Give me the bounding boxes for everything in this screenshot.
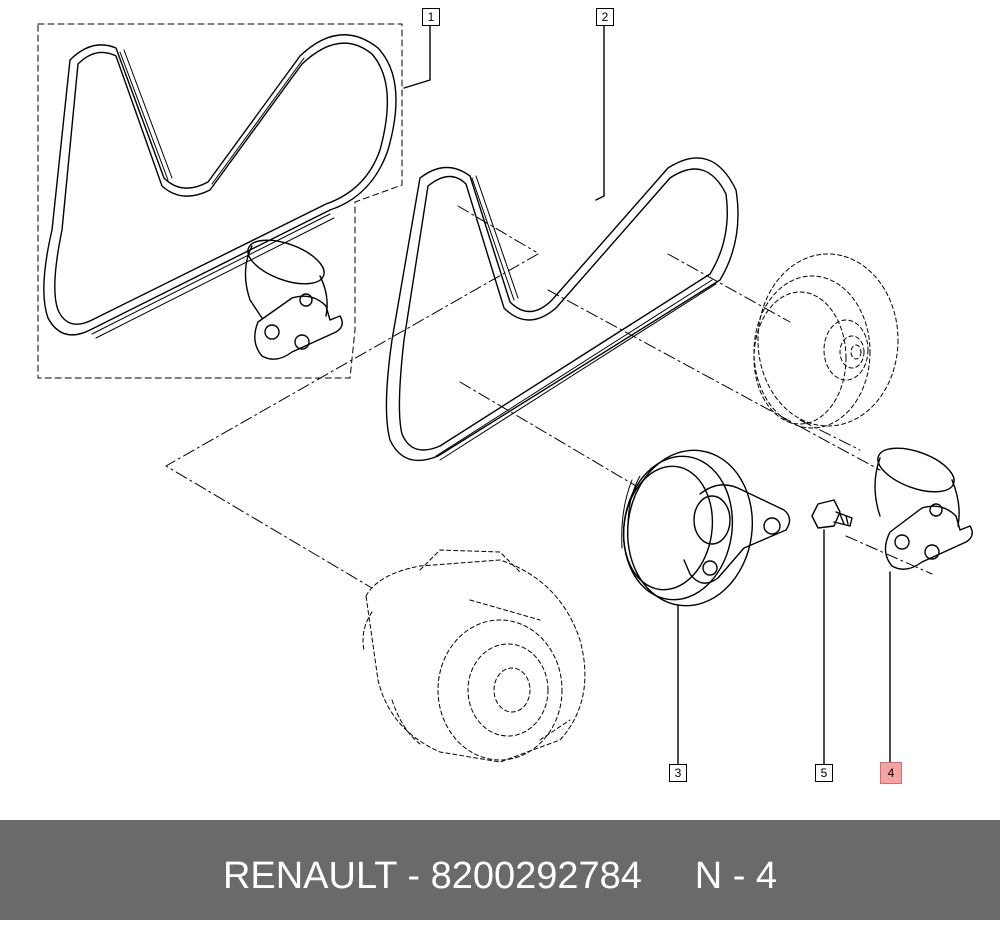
part-number-caption: RENAULT - 8200292784 N - 4 (222, 855, 778, 897)
part-4-tensioner-pulley (874, 447, 973, 570)
crankshaft-pulley-phantom (753, 253, 899, 429)
callout-1: 1 (422, 8, 440, 26)
belt-2-ribbed-belt (385, 157, 739, 462)
callout-5: 5 (815, 764, 833, 782)
kit-1-dashed-frame (37, 23, 403, 379)
callout-2: 2 (596, 8, 614, 26)
belt-drive-exploded-diagram (37, 23, 973, 767)
alternator-phantom (362, 549, 586, 763)
callout-3: 3 (669, 764, 687, 782)
routing-guide-lines (165, 205, 933, 589)
part-3-idler-pulley (621, 449, 791, 607)
part-5-bolt (811, 499, 853, 529)
callout-leader-lines (403, 23, 891, 767)
footer-bar: RENAULT - 8200292784 N - 4 (0, 820, 1000, 920)
belt-1-ribbed-belt (43, 34, 397, 339)
callout-4-highlighted: 4 (880, 762, 902, 784)
kit-1-tensioner-pulley (244, 239, 343, 360)
